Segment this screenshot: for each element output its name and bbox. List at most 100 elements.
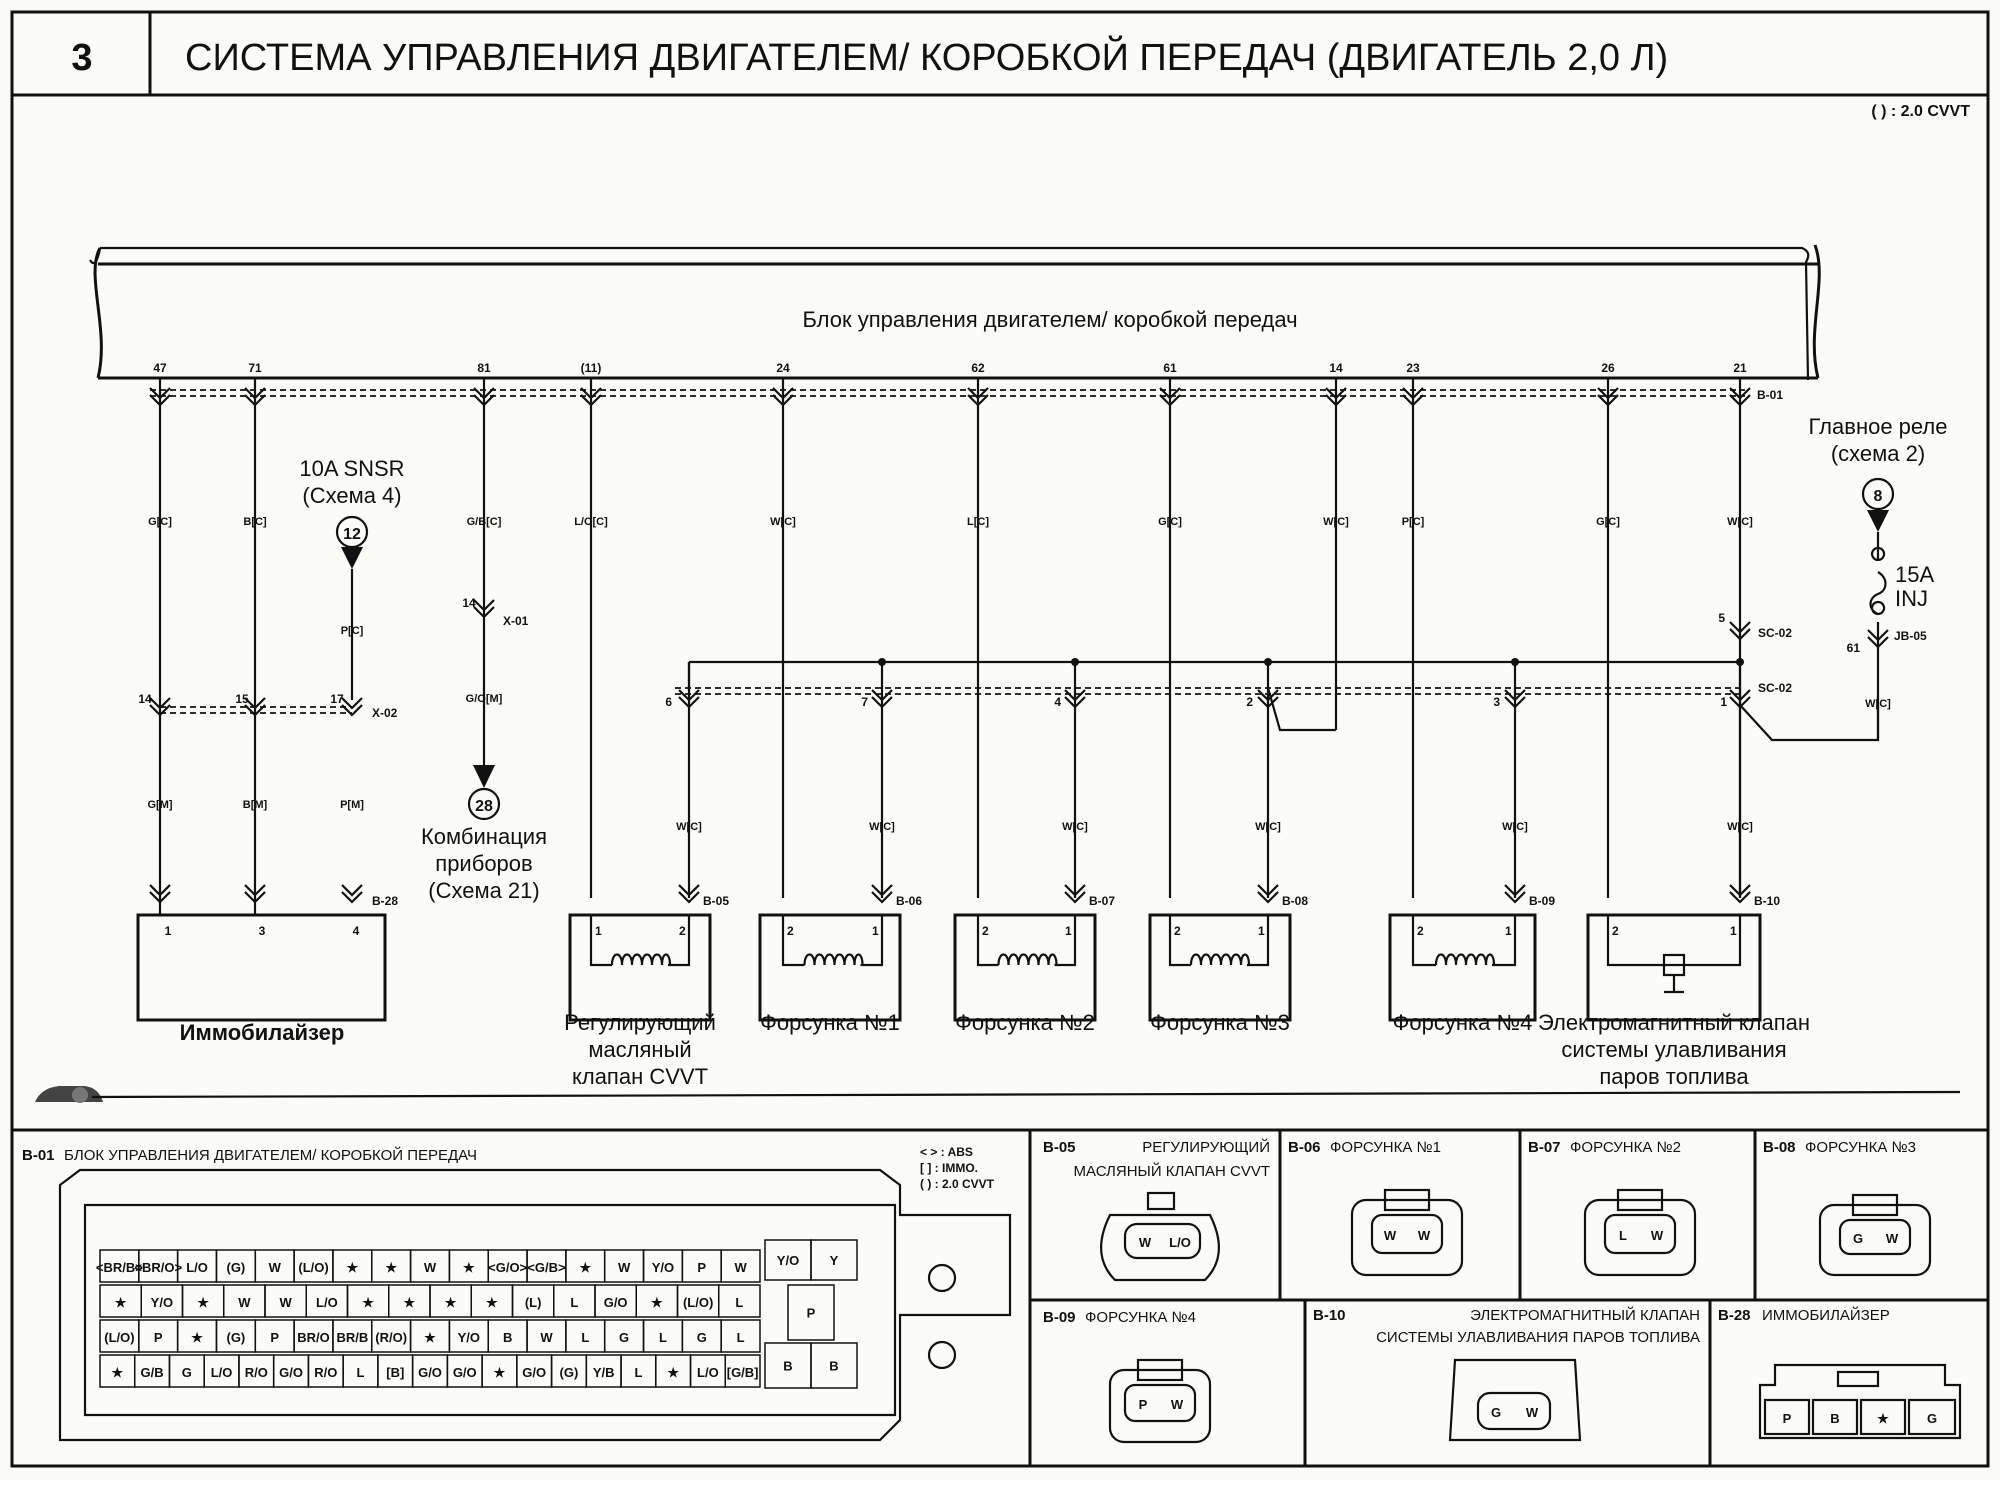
connector-chevron-icon: [772, 387, 794, 407]
component-name: Электромагнитный клапан: [1538, 1010, 1810, 1035]
connector-chevron-icon: [1064, 884, 1086, 904]
b06-title: ФОРСУНКА №1: [1330, 1139, 1441, 1156]
pinout-cell-label: ★: [115, 1295, 127, 1310]
pinout-cell-label: ★: [651, 1295, 663, 1310]
b08-title: ФОРСУНКА №3: [1805, 1139, 1916, 1156]
b06-plug-icon: [1350, 1198, 1464, 1277]
component-pin: 1: [1730, 924, 1737, 938]
wire-color-label: W[C]: [1255, 821, 1281, 833]
b06-code: B-06: [1288, 1139, 1321, 1156]
pinout-cell-label: P: [807, 1306, 816, 1321]
pinout-cell: [720, 1319, 761, 1353]
pinout-cell-label: B: [783, 1359, 792, 1374]
connector-chevron-icon: [1729, 387, 1751, 407]
ref-circle-8: [1861, 477, 1895, 511]
connector-chevron-icon: [244, 884, 266, 904]
pinout-cell: [810, 1342, 858, 1389]
b01-code: B-01: [22, 1147, 55, 1164]
ground-line: [35, 1086, 1961, 1103]
wire-color-label: G[M]: [147, 799, 172, 811]
pinout-cell-label: G: [697, 1330, 707, 1345]
sc02-lower-wires: W[C]W[C]W[C]W[C]W[C]W[C]: [676, 658, 1753, 904]
sc02-lower-code: SC-02: [1758, 681, 1792, 695]
b28-cell: B: [1830, 1411, 1839, 1426]
connector-chevron-icon: [149, 884, 171, 904]
b07-title: ФОРСУНКА №2: [1570, 1139, 1681, 1156]
page-frame: [10, 10, 1990, 1468]
connector-chevron-icon: [244, 387, 266, 407]
ecu-pin-14: 14: [1329, 361, 1343, 375]
b28-pin-1: 1: [165, 924, 172, 938]
component-name: системы улавливания: [1561, 1037, 1786, 1062]
ref-num-8: 8: [1874, 488, 1883, 505]
ecu-pin-23: 23: [1406, 361, 1420, 375]
b07-cell: W: [1651, 1228, 1664, 1243]
wire-color-label: G/O[M]: [466, 693, 503, 705]
wire-color-label: B[M]: [243, 799, 268, 811]
pinout-cell-label: (L/O): [298, 1260, 328, 1275]
cluster-label-1: Комбинация: [421, 824, 547, 849]
pinout-cell-label: BR/B: [336, 1330, 368, 1345]
pinout-cell-label: (G): [560, 1365, 579, 1380]
connector-chevron-icon: [149, 387, 171, 407]
actuator-box: [568, 913, 712, 1022]
component-name: Форсунка №1: [760, 1010, 900, 1035]
b28-cell: G: [1927, 1411, 1937, 1426]
pinout-cell-label: R/O: [245, 1365, 268, 1380]
ecu-pin-81: 81: [477, 361, 491, 375]
wire-line: [589, 915, 691, 967]
pinout-cell-label: ★: [463, 1260, 475, 1275]
pinout-cell-label: ★: [385, 1260, 397, 1275]
connector-chevron-icon: [473, 387, 495, 407]
b28-plug-icon: [1758, 1363, 1962, 1440]
solenoid-coil-icon: [1434, 953, 1496, 966]
pinout-cell-label: L/O: [211, 1365, 233, 1380]
b07-plug-icon: [1583, 1198, 1697, 1277]
pinout-cell-label: ★: [424, 1330, 436, 1345]
pinout-cell-label: Y/O: [652, 1260, 674, 1275]
connector-chevron-icon: [678, 884, 700, 904]
component-pin: 1: [872, 924, 879, 938]
pinout-cell: [724, 1354, 761, 1388]
connector-chevron-icon: [1597, 387, 1619, 407]
relay-label-1: Главное реле: [1809, 414, 1948, 439]
connector-chevron-icon: [871, 689, 893, 709]
pinout-cell-label: Y/O: [151, 1295, 173, 1310]
cluster-label-3: (Схема 21): [428, 878, 539, 903]
connector-chevron-icon: [244, 697, 266, 717]
connector-chevron-icon: [580, 387, 602, 407]
component-connector-code: B-07: [1089, 894, 1115, 908]
pinout-cell-label: G: [182, 1365, 192, 1380]
actuator-box: [758, 913, 902, 1022]
sc02-pin-4: 4: [1054, 695, 1061, 709]
b10-title-1: ЭЛЕКТРОМАГНИТНЫЙ КЛАПАН: [1470, 1306, 1700, 1324]
connector-chevron-icon: [149, 697, 171, 717]
pinout-cell: [810, 1239, 858, 1281]
b06-cell: W: [1418, 1228, 1431, 1243]
splice-dot: [878, 658, 886, 666]
connector-legend: B-01 БЛОК УПРАВЛЕНИЯ ДВИГАТЕЛЕМ/ КОРОБКО…: [12, 1128, 1988, 1466]
ecu-connector-code: B-01: [1757, 388, 1783, 402]
connector-chevron-icon: [1257, 884, 1279, 904]
ecu-pin-24: 24: [776, 361, 790, 375]
b05-cell: L/O: [1169, 1235, 1191, 1250]
wire-line: [976, 915, 1077, 967]
splice-dot: [1071, 658, 1079, 666]
b10-cell: W: [1526, 1405, 1539, 1420]
b01-pinout-grid: <BR/B><BR/O>L/O(G)W(L/O)★★W★<G/O><G/B>★W…: [96, 1239, 858, 1389]
b07-cell: L: [1619, 1228, 1627, 1243]
b05-title-2: МАСЛЯНЫЙ КЛАПАН CVVT: [1074, 1162, 1270, 1180]
jb05-code: JB-05: [1894, 629, 1927, 643]
connector-chevron-icon: [1257, 689, 1279, 709]
b08-plug-icon: [1818, 1203, 1932, 1277]
pinout-cell-label: ★: [197, 1295, 209, 1310]
pinout-cell-label: W: [424, 1260, 437, 1275]
b05-cell: W: [1139, 1235, 1152, 1250]
pinout-cell-label: ★: [667, 1365, 679, 1380]
b10-title-2: СИСТЕМЫ УЛАВЛИВАНИЯ ПАРОВ ТОПЛИВА: [1376, 1329, 1700, 1346]
b28-title: ИММОБИЛАЙЗЕР: [1762, 1306, 1890, 1324]
component-name: клапан CVVT: [572, 1064, 708, 1089]
x01-pin: 14: [462, 596, 476, 610]
